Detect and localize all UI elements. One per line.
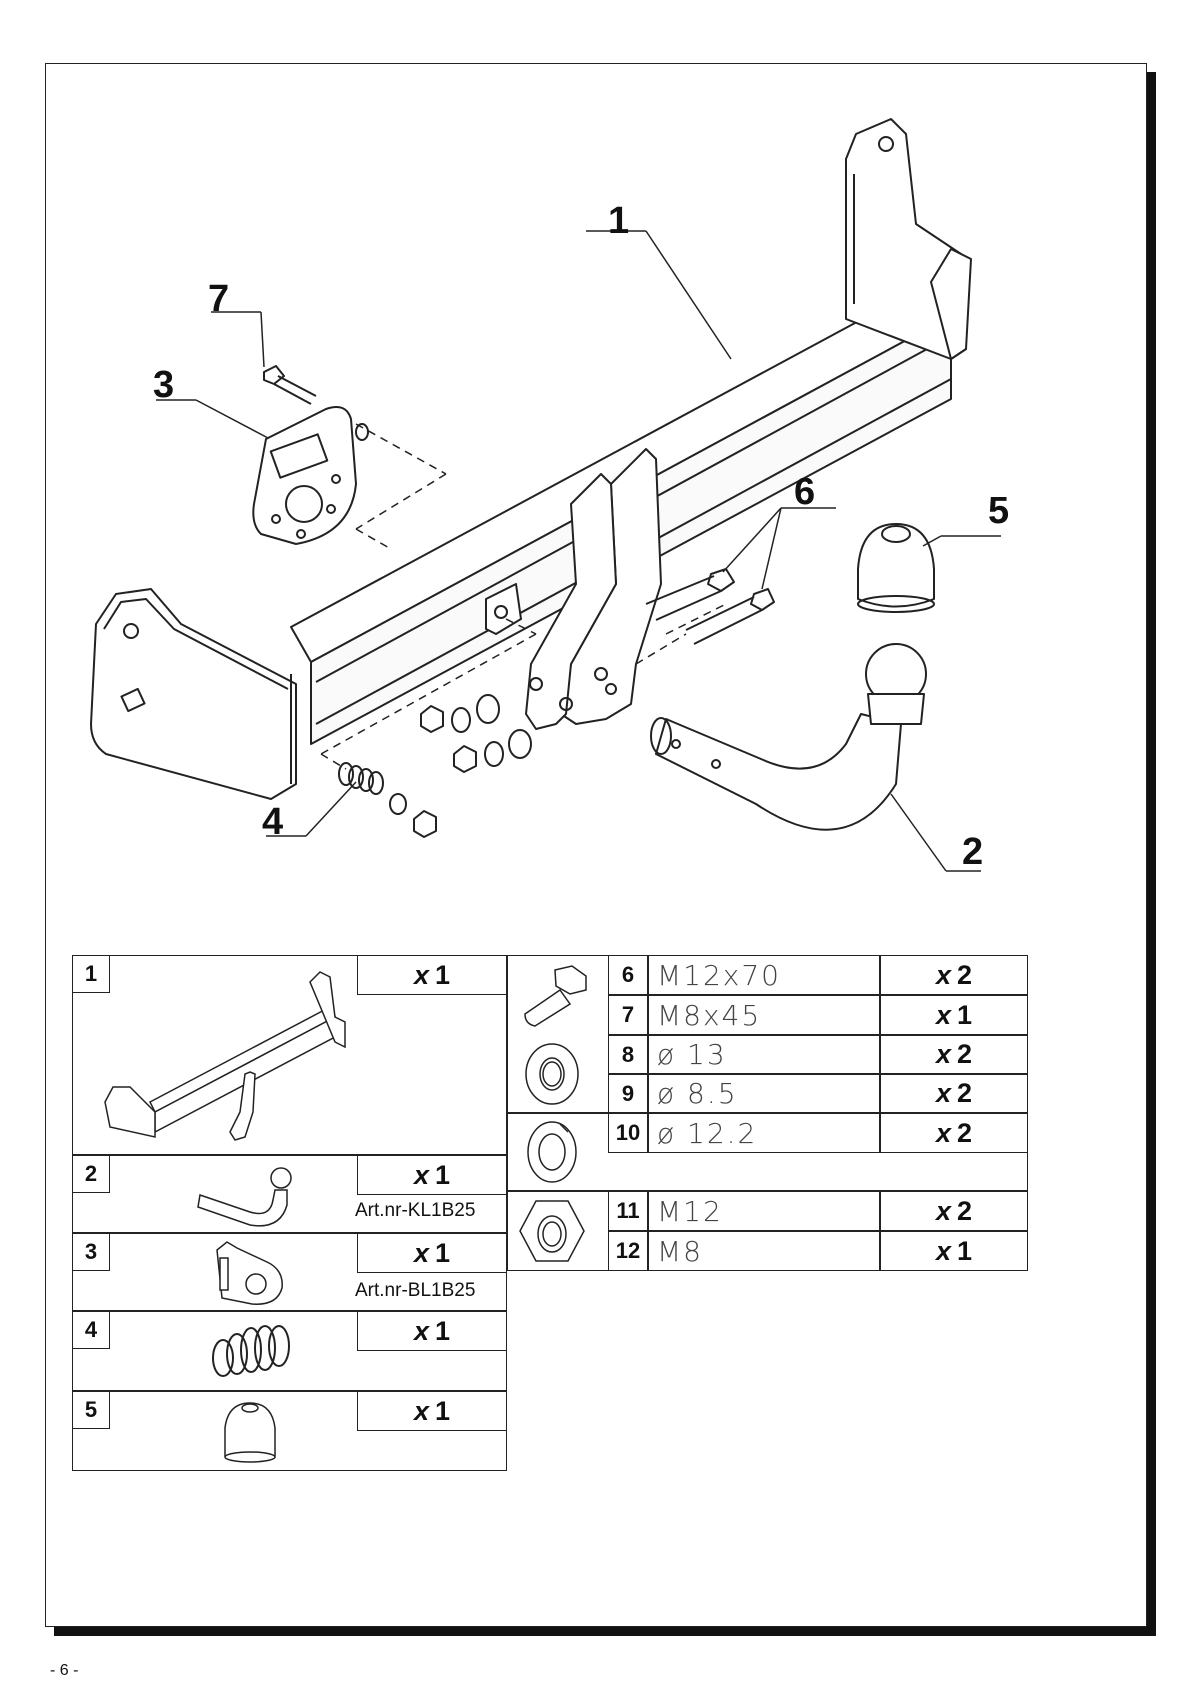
row-number: 10 [608, 1113, 648, 1153]
page-number: - 6 - [50, 1662, 79, 1679]
socket-plate-thumbnail [216, 1241, 283, 1305]
spec-cell: ø 8.5 [648, 1074, 880, 1113]
row-number: 3 [72, 1233, 110, 1271]
table-row [72, 955, 507, 1155]
socket-plate-part-3 [252, 365, 369, 545]
callout-7: 7 [208, 278, 230, 320]
bolts-part-6 [645, 568, 775, 645]
tow-ball-part-2 [650, 643, 927, 831]
callout-1: 1 [608, 200, 630, 242]
ball-cover-part-5 [857, 523, 935, 613]
row-number: 4 [72, 1311, 110, 1349]
washer-thumbnail [525, 1043, 579, 1105]
table-row [72, 1311, 507, 1391]
table-row [72, 1391, 507, 1471]
exploded-assembly-drawing [90, 118, 1001, 872]
callout-5: 5 [988, 490, 1010, 532]
tow-ball-thumbnail [197, 1167, 292, 1227]
lock-washer-thumbnail [527, 1121, 577, 1183]
spec-cell: M12x70 [648, 955, 880, 995]
crossbar-part-1 [90, 118, 972, 800]
spec-cell: M8 [648, 1231, 880, 1271]
spec-cell: M12 [648, 1191, 880, 1231]
callout-3: 3 [153, 364, 175, 406]
spec-cell: ø 12.2 [648, 1113, 880, 1153]
row-number: 8 [608, 1035, 648, 1074]
row-number: 12 [608, 1231, 648, 1271]
article-number: Art.nr-KL1B25 [355, 1200, 476, 1221]
row-number: 11 [608, 1191, 648, 1231]
nut-thumbnail [519, 1200, 585, 1262]
bolt-thumbnail [524, 965, 587, 1027]
row-number: 5 [72, 1391, 110, 1429]
row-number: 6 [608, 955, 648, 995]
spec-cell: M8x45 [648, 995, 880, 1035]
row-number: 2 [72, 1155, 110, 1193]
crossbar-thumbnail [104, 971, 346, 1141]
callout-6: 6 [794, 471, 816, 513]
row-number: 7 [608, 995, 648, 1035]
ball-cover-thumbnail [224, 1402, 276, 1463]
article-number: Art.nr-BL1B25 [355, 1280, 476, 1301]
row-number: 1 [72, 955, 110, 993]
callout-2: 2 [962, 831, 984, 873]
callout-4: 4 [262, 801, 284, 843]
spec-cell: ø 13 [648, 1035, 880, 1074]
nuts-washers [389, 694, 532, 838]
spring-part-4 [338, 762, 384, 795]
spring-thumbnail [212, 1325, 290, 1377]
row-number: 9 [608, 1074, 648, 1113]
